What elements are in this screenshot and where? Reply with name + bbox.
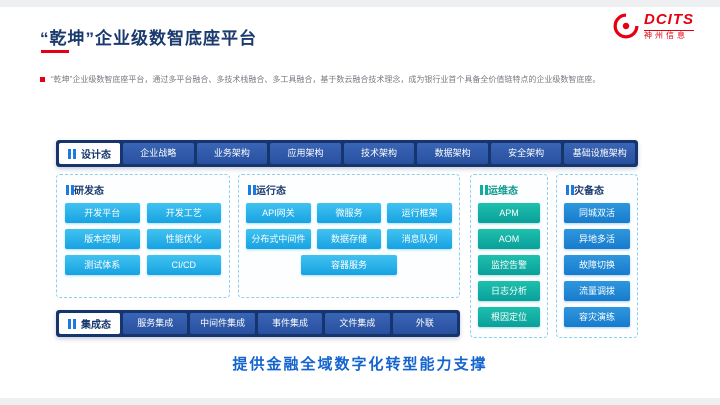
runtime-box-header: 运行态 (248, 182, 453, 197)
title-accent-line (41, 50, 69, 53)
dev-item-version-control: 版本控制 (65, 229, 140, 249)
runtime-item-container-service: 容器服务 (301, 255, 397, 275)
design-item-security-arch: 安全架构 (490, 143, 562, 164)
bars-icon (66, 184, 69, 195)
runtime-item-runtime-framework: 运行框架 (387, 203, 452, 223)
runtime-item-message-queue: 消息队列 (387, 229, 452, 249)
brand-logo: DCITS 神州信息 (613, 11, 694, 41)
logo-swirl-icon (613, 13, 639, 39)
dev-box-grid: 开发平台 开发工艺 版本控制 性能优化 测试体系 CI/CD (63, 203, 223, 275)
integration-label-text: 集成态 (81, 320, 111, 331)
integration-item-external: 外联 (392, 313, 458, 334)
dev-item-cicd: CI/CD (146, 255, 221, 275)
intro-row: “乾坤”企业级数智底座平台，通过多平台融合、多技术栈融合、多工具融合，基于数云融… (40, 74, 688, 85)
integration-label: 集成态 (59, 313, 120, 334)
dev-box-header: 研发态 (66, 182, 223, 197)
top-edge-strip (0, 0, 720, 7)
bullet-square-icon (40, 77, 45, 82)
bars-icon (480, 184, 483, 195)
bars-icon (248, 184, 251, 195)
design-label-text: 设计态 (81, 150, 111, 161)
ops-item-log-analysis: 日志分析 (478, 281, 540, 301)
integration-item-file: 文件集成 (325, 313, 390, 334)
design-item-data-arch: 数据架构 (417, 143, 488, 164)
logo-company-text: 神州信息 (644, 29, 694, 41)
dr-item-dr-drill: 容灾演练 (564, 307, 630, 327)
ops-item-monitor-alert: 监控告警 (478, 255, 540, 275)
runtime-item-api-gateway: API网关 (246, 203, 311, 223)
dr-item-failover: 故障切换 (564, 255, 630, 275)
design-row: 设计态 企业战略 业务架构 应用架构 技术架构 数据架构 安全架构 基础设施架构 (56, 140, 638, 167)
logo-brand-text: DCITS (644, 11, 694, 28)
ops-column-header: 运维态 (480, 182, 541, 197)
bars-icon (68, 318, 71, 329)
runtime-item-microservice: 微服务 (316, 203, 382, 223)
design-item-infrastructure-arch: 基础设施架构 (564, 143, 636, 164)
design-item-application-arch: 应用架构 (270, 143, 341, 164)
runtime-box-grid: API网关 微服务 运行框架 分布式中间件 数据存储 消息队列 (245, 203, 453, 249)
design-label: 设计态 (59, 143, 120, 164)
dev-box-label: 研发态 (74, 186, 104, 197)
dev-box: 研发态 开发平台 开发工艺 版本控制 性能优化 测试体系 CI/CD (56, 174, 230, 298)
design-item-enterprise-strategy: 企业战略 (123, 143, 194, 164)
ops-column-label: 运维态 (488, 186, 518, 197)
ops-item-aom: AOM (478, 229, 540, 249)
dr-column: 灾备态 同城双活 异地多活 故障切换 流量调拨 容灾演练 (556, 174, 638, 338)
bars-icon (566, 184, 569, 195)
ops-item-apm: APM (478, 203, 540, 223)
page-title: “乾坤”企业级数智底座平台 (40, 29, 257, 48)
design-item-technology-arch: 技术架构 (343, 143, 415, 164)
integration-row: 集成态 服务集成 中间件集成 事件集成 文件集成 外联 (56, 310, 460, 337)
integration-item-event: 事件集成 (257, 313, 323, 334)
dr-item-multi-site-active: 异地多活 (564, 229, 630, 249)
runtime-item-data-storage: 数据存储 (316, 229, 382, 249)
logo-texts: DCITS 神州信息 (644, 11, 694, 41)
dev-item-test-system: 测试体系 (65, 255, 140, 275)
runtime-box: 运行态 API网关 微服务 运行框架 分布式中间件 数据存储 消息队列 容器服务 (238, 174, 460, 298)
runtime-item-distributed-middleware: 分布式中间件 (246, 229, 311, 249)
integration-item-middleware: 中间件集成 (190, 313, 255, 334)
intro-text: “乾坤”企业级数智底座平台，通过多平台融合、多技术栈融合、多工具融合，基于数云融… (51, 75, 601, 84)
dev-item-performance-opt: 性能优化 (146, 229, 221, 249)
bottom-edge-strip (0, 398, 720, 405)
dr-column-label: 灾备态 (574, 186, 604, 197)
integration-item-service: 服务集成 (123, 313, 188, 334)
dr-item-traffic-dispatch: 流量调拨 (564, 281, 630, 301)
dev-item-dev-craft: 开发工艺 (146, 203, 221, 223)
dev-item-dev-platform: 开发平台 (65, 203, 140, 223)
ops-item-root-cause: 根因定位 (478, 307, 540, 327)
design-item-business-arch: 业务架构 (196, 143, 268, 164)
bars-icon (68, 148, 71, 159)
runtime-box-label: 运行态 (256, 186, 286, 197)
dr-column-header: 灾备态 (566, 182, 631, 197)
footer-slogan: 提供金融全域数字化转型能力支撑 (232, 356, 488, 373)
ops-column: 运维态 APM AOM 监控告警 日志分析 根因定位 (470, 174, 548, 338)
dr-item-same-city-active: 同城双活 (564, 203, 630, 223)
